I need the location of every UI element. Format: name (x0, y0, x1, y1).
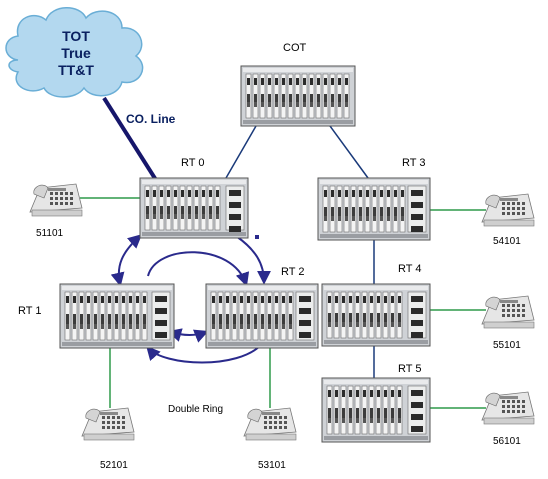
rt5-label: RT 5 (398, 363, 422, 375)
cloud-label: TOT True TT&T (36, 28, 116, 79)
racks-layer (59, 65, 431, 443)
cot-shelf (240, 65, 356, 127)
rt5-shelf (321, 377, 431, 443)
marker-dot (255, 235, 259, 239)
rt3-label: RT 3 (402, 157, 426, 169)
ring-arrow-mid (167, 328, 209, 343)
cloud-line-2: True (61, 45, 91, 61)
phones-layer (29, 183, 535, 441)
rt0-shelf (139, 177, 249, 239)
link-cot-rt3 (329, 125, 369, 179)
phone-53101-icon (243, 407, 297, 441)
phone-1-number: 52101 (100, 460, 128, 471)
phone-5-number: 56101 (493, 436, 521, 447)
phone-3-number: 54101 (493, 236, 521, 247)
carrier-cloud (5, 7, 144, 98)
phone-0-number: 51101 (36, 228, 64, 239)
ring-arrow-bottom (146, 343, 263, 364)
network-links (225, 125, 375, 378)
cot-label: COT (283, 42, 307, 54)
rt2-shelf (205, 283, 319, 349)
double-ring-label: Double Ring (168, 404, 224, 415)
rt4-shelf (321, 283, 431, 347)
phone-links (80, 197, 486, 409)
rt1-shelf (59, 283, 175, 349)
ring-arrow-top (147, 251, 250, 287)
phone-54101-icon (481, 193, 535, 227)
phone-56101-icon (481, 391, 535, 425)
link-cot-rt0 (225, 125, 257, 179)
rt0-label: RT 0 (181, 157, 205, 169)
phone-4-number: 55101 (493, 340, 521, 351)
cloud-line-3: TT&T (58, 62, 94, 78)
phone-2-number: 53101 (258, 460, 286, 471)
cloud-line-1: TOT (62, 28, 90, 44)
phone-55101-icon (481, 295, 535, 329)
ring-arrow-right (235, 235, 271, 285)
rt4-label: RT 4 (398, 263, 422, 275)
rt3-shelf (317, 177, 431, 241)
phone-51101-icon (29, 183, 83, 217)
phone-52101-icon (81, 407, 135, 441)
co-line (102, 96, 158, 182)
ring-arrow-left (110, 234, 143, 287)
double-ring (110, 234, 271, 364)
co-line-label: CO. Line (126, 112, 176, 126)
rt1-label: RT 1 (18, 305, 42, 317)
rt2-label: RT 2 (281, 266, 305, 278)
